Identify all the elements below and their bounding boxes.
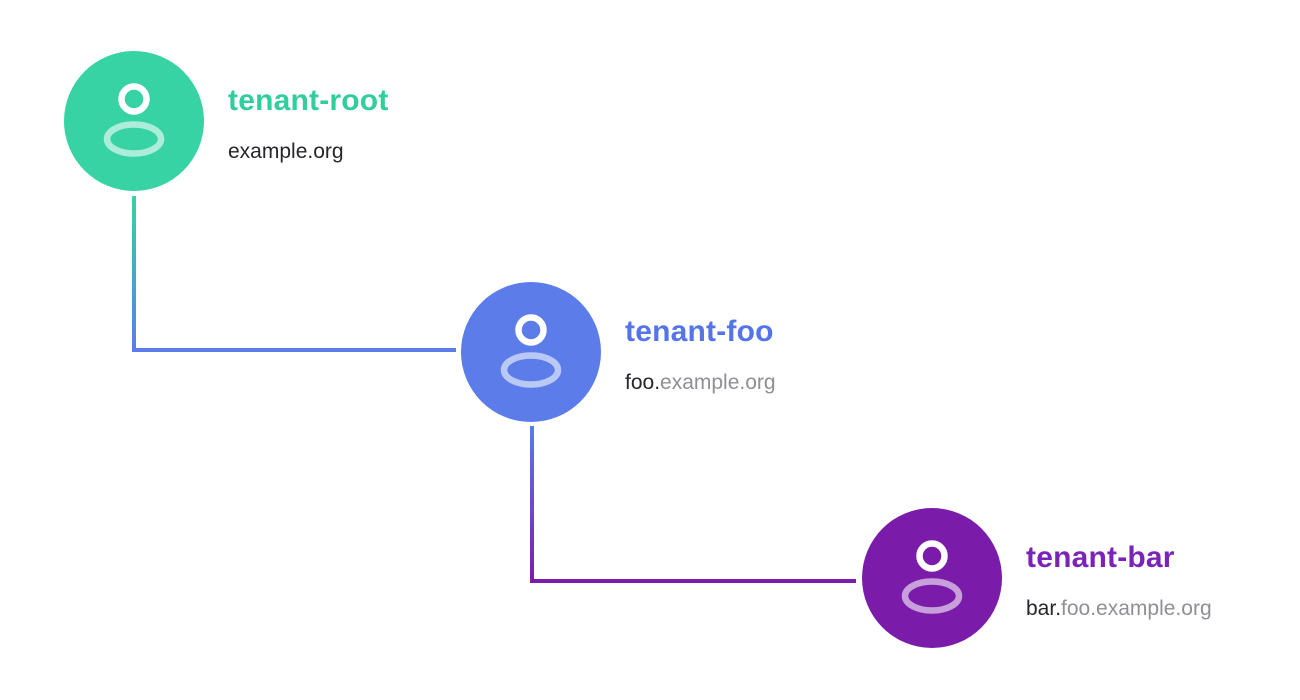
node-tenant-bar: tenant-bar bar.foo.example.org — [862, 508, 1212, 648]
connector-foo-to-bar-vertical — [530, 426, 534, 583]
tenant-domain-prefix: example.org — [228, 140, 344, 163]
tenant-bar-labels: tenant-bar bar.foo.example.org — [1026, 508, 1300, 648]
node-tenant-root: tenant-root example.org — [64, 51, 388, 191]
tenant-domain-prefix: foo. — [625, 371, 661, 394]
tenant-name: tenant-bar — [1026, 541, 1175, 574]
tenant-name: tenant-foo — [625, 315, 774, 348]
tenant-root-avatar — [64, 51, 204, 191]
tenant-domain-suffix: example.org — [660, 371, 776, 394]
tenant-foo-labels: tenant-foo foo.example.org — [625, 282, 1045, 422]
connector-foo-to-bar-horizontal — [530, 579, 856, 583]
tenant-bar-avatar — [862, 508, 1002, 648]
person-icon — [901, 540, 963, 614]
tenant-domain: foo.example.org — [625, 370, 776, 396]
connector-root-to-foo-horizontal — [132, 348, 456, 352]
tenant-foo-avatar — [461, 282, 601, 422]
tenant-domain: bar.foo.example.org — [1026, 596, 1212, 622]
node-tenant-foo: tenant-foo foo.example.org — [461, 282, 776, 422]
tenant-root-labels: tenant-root example.org — [228, 51, 648, 191]
tenant-name: tenant-root — [228, 84, 389, 117]
tenant-domain-prefix: bar. — [1026, 597, 1062, 620]
tenant-domain-suffix: foo.example.org — [1061, 597, 1212, 620]
person-icon — [500, 314, 562, 388]
person-icon — [103, 83, 165, 157]
tenant-domain: example.org — [228, 139, 344, 165]
connector-root-to-foo-vertical — [132, 196, 136, 352]
